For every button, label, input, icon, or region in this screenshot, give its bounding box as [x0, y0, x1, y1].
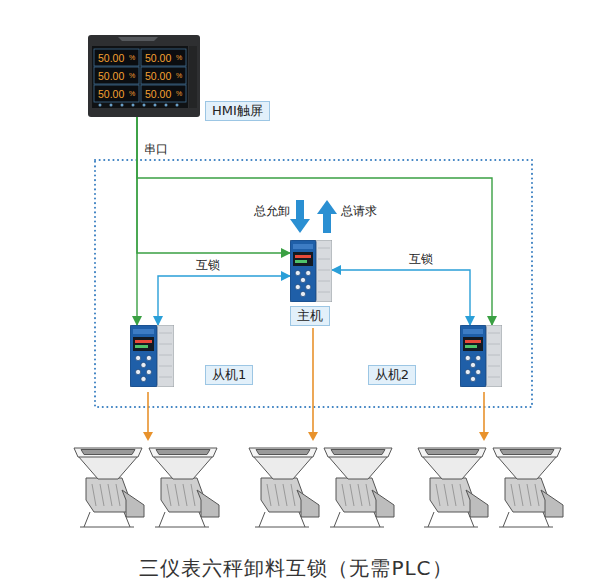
interlock-line: [158, 276, 290, 325]
screen-value: 50.00: [145, 70, 171, 82]
edge-label: 互锁: [407, 252, 435, 267]
device-housing: [484, 325, 502, 387]
screen-value: 50.00: [145, 52, 171, 64]
port-label: 串口: [143, 142, 169, 157]
hmi-screen: [92, 46, 188, 108]
output-arrows: [143, 328, 489, 441]
screen-value: 50.00: [98, 52, 124, 64]
screen-unit: %: [176, 70, 182, 82]
unit-label: HMI触屏: [205, 101, 270, 121]
device-front: [460, 325, 486, 387]
serial-line: [137, 117, 290, 253]
unit-label: 主机: [290, 306, 330, 326]
signal-arrow-up: [317, 200, 337, 233]
signal-label: 总请求: [340, 204, 378, 219]
screw-feeder: [493, 448, 563, 527]
device-display: [293, 252, 313, 266]
screen-unit: %: [129, 70, 135, 82]
screen-unit: %: [176, 52, 182, 64]
device-display: [463, 337, 483, 351]
screen-value: 50.00: [98, 70, 124, 82]
interlock-line: [332, 270, 470, 325]
screw-feeder: [249, 448, 319, 527]
unit-label: 从机1: [205, 365, 253, 385]
screen-unit: %: [176, 88, 182, 100]
screen-value: 50.00: [98, 88, 124, 100]
screw-feeder: [418, 448, 488, 527]
device-front: [290, 240, 316, 302]
unit-label: 从机2: [368, 365, 416, 385]
screw-feeder: [74, 448, 144, 527]
device-housing: [155, 325, 174, 387]
device-display: [133, 337, 154, 351]
hmi-bezel: [88, 35, 200, 117]
signal-arrow-down: [290, 200, 310, 233]
device-housing: [314, 240, 332, 302]
screen-value: 50.00: [145, 88, 171, 100]
controller-picture: [460, 325, 502, 387]
controller-unit: 主机: [290, 240, 332, 302]
screw-feeder: [324, 448, 394, 527]
screw-feeder: [149, 448, 219, 527]
controller-unit: 从机1: [130, 325, 174, 387]
controller-picture: [130, 325, 174, 387]
controller-picture: [290, 240, 332, 302]
screen-unit: %: [129, 88, 135, 100]
screen-unit: %: [129, 52, 135, 64]
device-front: [130, 325, 157, 387]
feeder-group: [74, 448, 563, 527]
edge-label: 互锁: [194, 258, 222, 273]
signal-label: 总允卸: [253, 204, 291, 219]
controller-unit: 从机2: [460, 325, 502, 387]
serial-line: [137, 117, 492, 325]
caption: 三仪表六秤卸料互锁（无需PLC）: [139, 556, 452, 580]
